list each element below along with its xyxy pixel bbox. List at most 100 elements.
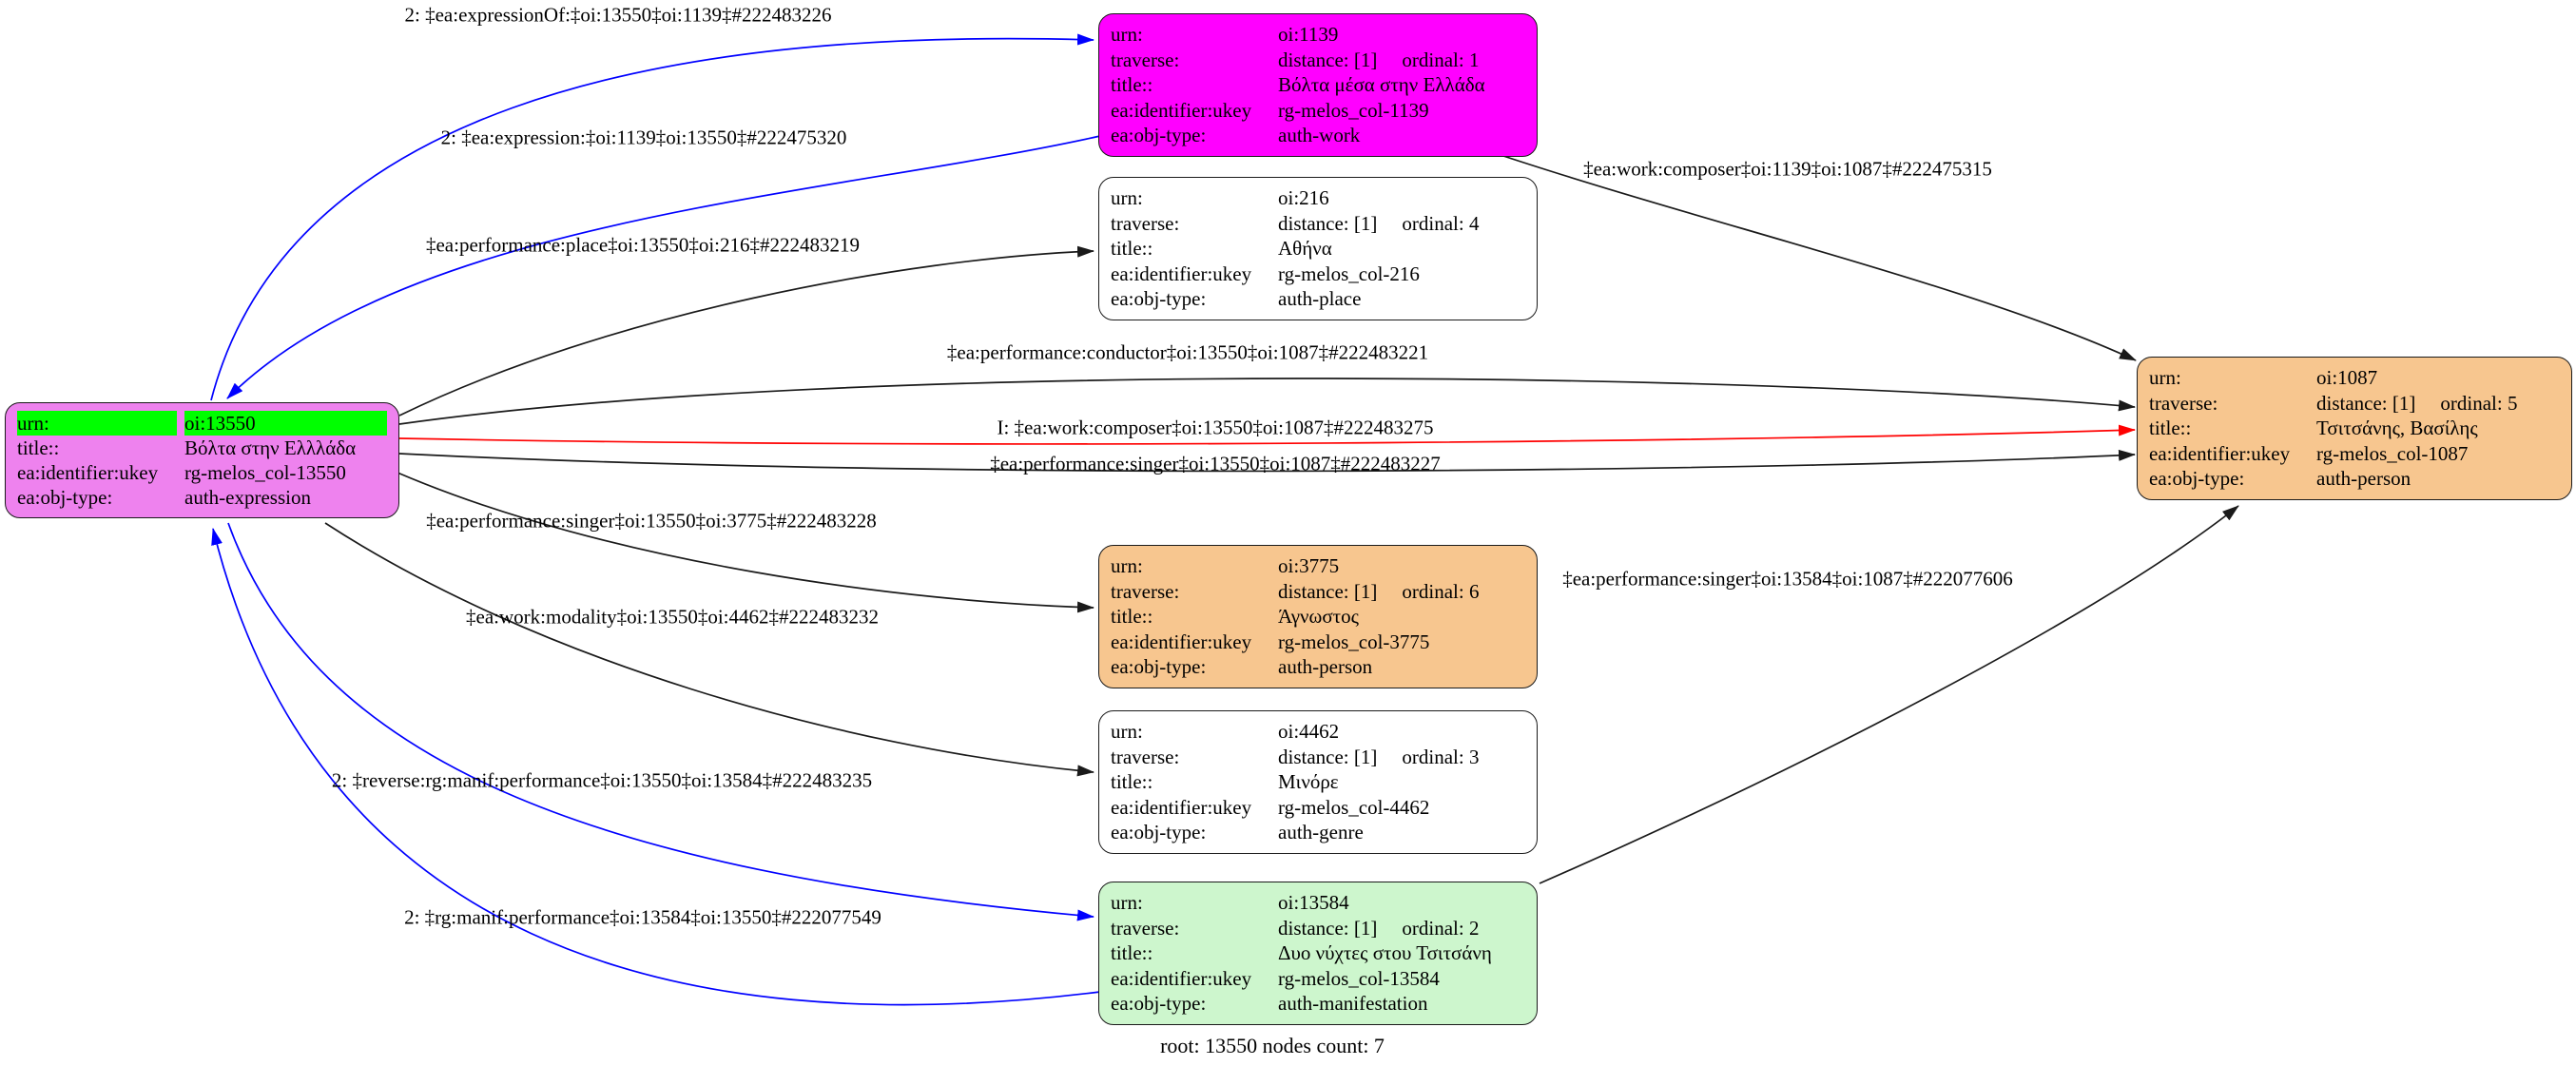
edge-label-reverse-manif-performance: 2: ‡reverse:rg:manif:performance‡oi:1355… <box>331 768 873 792</box>
field-value: oi:3775 <box>1278 554 1340 577</box>
edge-expressionOf <box>210 33 1094 401</box>
field-row: ea:identifier:ukey rg-melos_col-4462 <box>1111 795 1525 821</box>
field-label: ea:obj-type: <box>1111 992 1207 1015</box>
field-label: traverse: <box>1111 211 1180 235</box>
field-row: traverse: distance: [1] ordinal: 6 <box>1111 579 1525 605</box>
field-label: ea:obj-type: <box>2149 467 2245 490</box>
edge-work-composer-1139 <box>1494 152 2137 361</box>
field-label: urn: <box>1111 891 1143 914</box>
field-value: rg-melos_col-4462 <box>1278 795 1430 819</box>
field-row: urn: oi:13584 <box>1111 890 1525 916</box>
field-label: ea:identifier:ukey <box>1111 795 1252 819</box>
edge-work-composer-13550 <box>398 424 2136 445</box>
edge-label-performance-singer-1087: ‡ea:performance:singer‡oi:13550‡oi:1087‡… <box>990 452 1441 475</box>
edge-performance-singer-13584 <box>1539 505 2239 884</box>
field-value: Τσιτσάνης, Βασίλης <box>2316 417 2478 439</box>
field-row: traverse: distance: [1] ordinal: 3 <box>1111 745 1525 770</box>
field-label: urn: <box>1111 23 1143 46</box>
field-value: rg-melos_col-13550 <box>184 461 346 484</box>
field-label: ea:identifier:ukey <box>2149 441 2291 465</box>
field-row: ea:obj-type: auth-person <box>2149 466 2560 492</box>
edge-label-expression: 2: ‡ea:expression:‡oi:1139‡oi:13550‡#222… <box>440 126 847 149</box>
edge-label-work-modality: ‡ea:work:modality‡oi:13550‡oi:4462‡#2224… <box>466 605 879 629</box>
field-row: traverse: distance: [1] ordinal: 1 <box>1111 48 1525 73</box>
field-row: title:: Βόλτα μέσα στην Ελλάδα <box>1111 72 1525 98</box>
field-label: traverse: <box>1111 48 1180 71</box>
field-value: distance: [1] ordinal: 2 <box>1278 916 1525 941</box>
field-value: rg-melos_col-1139 <box>1278 98 1429 122</box>
field-value: Βόλτα μέσα στην Ελλάδα <box>1278 73 1485 96</box>
field-label: ea:obj-type: <box>1111 655 1207 678</box>
edge-label-performance-conductor: ‡ea:performance:conductor‡oi:13550‡oi:10… <box>946 340 1429 364</box>
field-label: title:: <box>17 436 60 459</box>
field-value: auth-place <box>1278 287 1362 310</box>
field-label: title:: <box>2149 417 2192 439</box>
traverse-ordinal: ordinal: 6 <box>1402 579 1480 603</box>
graph-caption: root: 13550 nodes count: 7 <box>1160 1034 1385 1057</box>
edge-label-expressionOf: 2: ‡ea:expressionOf:‡oi:13550‡oi:1139‡#2… <box>404 3 832 27</box>
field-row: title:: Άγνωστος <box>1111 604 1525 630</box>
field-value: Δυο νύχτες στου Τσιτσάνη <box>1278 941 1492 964</box>
traverse-distance: distance: [1] <box>2316 391 2416 415</box>
traverse-ordinal: ordinal: 4 <box>1402 211 1480 235</box>
field-row: ea:identifier:ukey rg-melos_col-3775 <box>1111 630 1525 655</box>
node-oi-13550[interactable]: urn: oi:13550 title:: Βόλτα στην Ελλλάδα… <box>5 402 399 518</box>
field-label: title:: <box>1111 770 1153 793</box>
field-row: traverse: distance: [1] ordinal: 5 <box>2149 391 2560 417</box>
field-label: ea:obj-type: <box>1111 821 1207 843</box>
field-label: title:: <box>1111 605 1153 628</box>
traverse-distance: distance: [1] <box>1278 745 1378 768</box>
field-row: ea:identifier:ukey rg-melos_col-13550 <box>17 460 387 485</box>
node-oi-1087[interactable]: urn: oi:1087 traverse: distance: [1] ord… <box>2137 357 2572 500</box>
field-value: rg-melos_col-13584 <box>1278 966 1440 990</box>
field-value: Αθήνα <box>1278 237 1332 260</box>
field-value: auth-expression <box>184 486 311 509</box>
field-value: rg-melos_col-216 <box>1278 262 1420 285</box>
field-row: ea:obj-type: auth-manifestation <box>1111 991 1525 1017</box>
field-label: urn: <box>1111 554 1143 577</box>
edge-label-performance-place: ‡ea:performance:place‡oi:13550‡oi:216‡#2… <box>425 233 861 257</box>
field-row: ea:obj-type: auth-person <box>1111 654 1525 680</box>
field-row: title:: Αθήνα <box>1111 236 1525 262</box>
field-row: title:: Βόλτα στην Ελλλάδα <box>17 436 387 460</box>
field-label: ea:obj-type: <box>1111 287 1207 310</box>
traverse-distance: distance: [1] <box>1278 579 1378 603</box>
edge-performance-conductor <box>398 378 2136 425</box>
field-label: urn: <box>1111 186 1143 209</box>
node-oi-216[interactable]: urn: oi:216 traverse: distance: [1] ordi… <box>1098 177 1538 320</box>
edge-work-modality <box>324 522 1094 777</box>
edge-performance-singer-3775 <box>397 472 1094 613</box>
field-value: distance: [1] ordinal: 5 <box>2316 391 2560 417</box>
field-label: traverse: <box>1111 916 1180 940</box>
field-label: traverse: <box>1111 745 1180 768</box>
node-oi-13584[interactable]: urn: oi:13584 traverse: distance: [1] or… <box>1098 882 1538 1025</box>
traverse-distance: distance: [1] <box>1278 916 1378 940</box>
edge-expression <box>226 135 1101 399</box>
field-value: auth-genre <box>1278 821 1364 843</box>
node-oi-3775[interactable]: urn: oi:3775 traverse: distance: [1] ord… <box>1098 545 1538 688</box>
field-value: distance: [1] ordinal: 3 <box>1278 745 1525 770</box>
traverse-ordinal: ordinal: 1 <box>1402 48 1480 71</box>
field-row: ea:obj-type: auth-expression <box>17 485 387 510</box>
traverse-distance: distance: [1] <box>1278 211 1378 235</box>
traverse-ordinal: ordinal: 2 <box>1402 916 1480 940</box>
field-row: urn: oi:3775 <box>1111 553 1525 579</box>
field-label: ea:identifier:ukey <box>1111 98 1252 122</box>
field-row: ea:identifier:ukey rg-melos_col-13584 <box>1111 966 1525 992</box>
field-row: ea:identifier:ukey rg-melos_col-1087 <box>2149 441 2560 467</box>
field-row: title:: Τσιτσάνης, Βασίλης <box>2149 416 2560 441</box>
edge-label-work-composer-13550: I: ‡ea:work:composer‡oi:13550‡oi:1087‡#2… <box>997 416 1434 439</box>
field-label: urn: <box>2149 366 2181 389</box>
field-value: distance: [1] ordinal: 1 <box>1278 48 1525 73</box>
field-value: oi:13584 <box>1278 891 1349 914</box>
field-value: rg-melos_col-3775 <box>1278 630 1430 653</box>
field-value: oi:1087 <box>2316 366 2378 389</box>
node-oi-1139[interactable]: urn: oi:1139 traverse: distance: [1] ord… <box>1098 13 1538 157</box>
node-oi-4462[interactable]: urn: oi:4462 traverse: distance: [1] ord… <box>1098 710 1538 854</box>
field-label: ea:obj-type: <box>17 486 113 509</box>
field-label: ea:identifier:ukey <box>1111 630 1252 653</box>
edge-manif-performance <box>211 528 1101 1006</box>
field-label: urn: <box>17 411 177 436</box>
